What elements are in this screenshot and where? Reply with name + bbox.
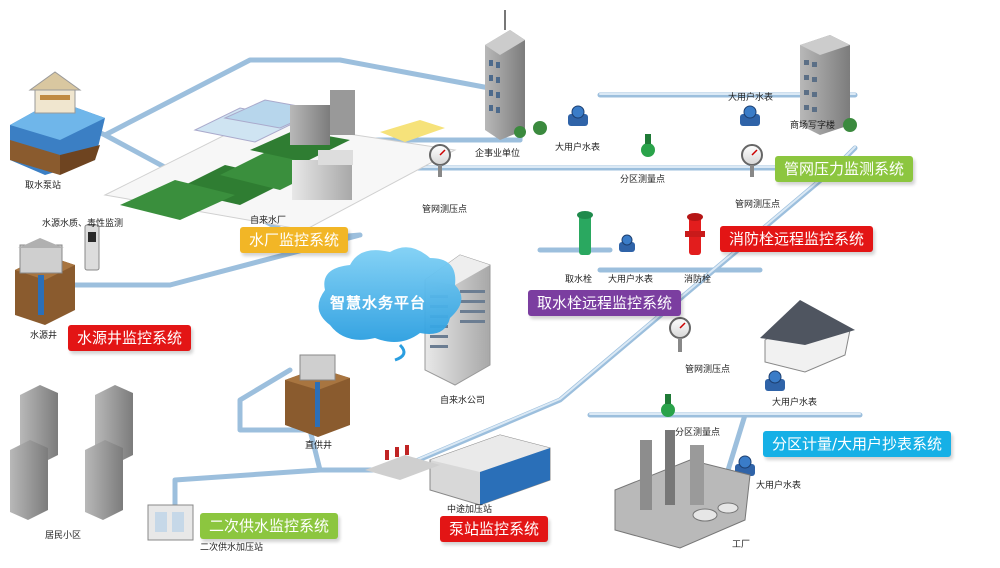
label-plant: 自来水厂 <box>250 216 287 226</box>
office-building <box>800 35 857 135</box>
villa-building <box>760 300 855 373</box>
quality-monitor-device <box>84 224 100 271</box>
flow-meter-icons <box>641 134 675 417</box>
enterprise-building <box>485 10 547 140</box>
label-intake-hydrant-device: 取水栓 <box>565 275 593 285</box>
platform-title: 智慧水务平台 <box>330 294 427 312</box>
label-zone-point-1: 分区测量点 <box>620 175 666 185</box>
booster-station-illustration <box>365 434 551 506</box>
factory-illustration <box>614 430 751 549</box>
label-water-company: 自来水公司 <box>440 396 486 406</box>
tag-pump: 泵站监控系统 <box>440 516 549 542</box>
label-secondary-station: 二次供水加压站 <box>200 543 264 553</box>
tag-well: 水源井监控系统 <box>68 325 192 351</box>
label-office: 商场写字楼 <box>790 121 836 131</box>
label-zone-point-2: 分区测量点 <box>675 428 721 438</box>
intake-pump-station-illustration <box>10 71 105 175</box>
label-big-meter-2: 大用户水表 <box>728 93 774 103</box>
water-plant-illustration <box>103 90 457 231</box>
tag-hydrant: 消防栓远程监控系统 <box>720 226 874 252</box>
secondary-station-illustration <box>147 504 194 541</box>
label-quality-monitor: 水源水质、毒性监测 <box>42 219 124 229</box>
label-residential: 居民小区 <box>45 531 82 541</box>
source-well-illustration <box>15 238 75 325</box>
meter-icons <box>568 105 785 476</box>
tag-secondary: 二次供水监控系统 <box>200 513 339 539</box>
label-intake-pump: 取水泵站 <box>25 181 62 191</box>
label-hydrant-device: 消防栓 <box>684 275 712 285</box>
label-pressure-point-1: 管网测压点 <box>422 205 468 215</box>
label-big-meter-4: 大用户水表 <box>756 481 802 491</box>
supply-well-illustration <box>285 354 350 437</box>
tag-water-plant: 水厂监控系统 <box>240 227 349 253</box>
label-booster: 中途加压站 <box>447 505 493 515</box>
label-big-meter-mid: 大用户水表 <box>608 275 654 285</box>
tag-intake-hydrant: 取水栓远程监控系统 <box>528 290 682 316</box>
label-pressure-point-3: 管网测压点 <box>685 365 731 375</box>
hydrant-illustrations <box>577 211 705 255</box>
label-big-meter-3: 大用户水表 <box>772 398 818 408</box>
label-factory: 工厂 <box>732 540 751 550</box>
residential-buildings <box>10 385 133 520</box>
tag-zone-meter: 分区计量/大用户抄表系统 <box>763 431 952 457</box>
label-supply-well: 直供井 <box>305 441 333 451</box>
label-enterprise: 企事业单位 <box>475 149 521 159</box>
platform-cloud <box>318 247 462 362</box>
pressure-gauges <box>429 144 763 352</box>
tag-pressure: 管网压力监测系统 <box>775 156 914 182</box>
label-pressure-point-2: 管网测压点 <box>735 200 781 210</box>
label-source-well: 水源井 <box>30 331 58 341</box>
label-big-meter-1: 大用户水表 <box>555 143 601 153</box>
